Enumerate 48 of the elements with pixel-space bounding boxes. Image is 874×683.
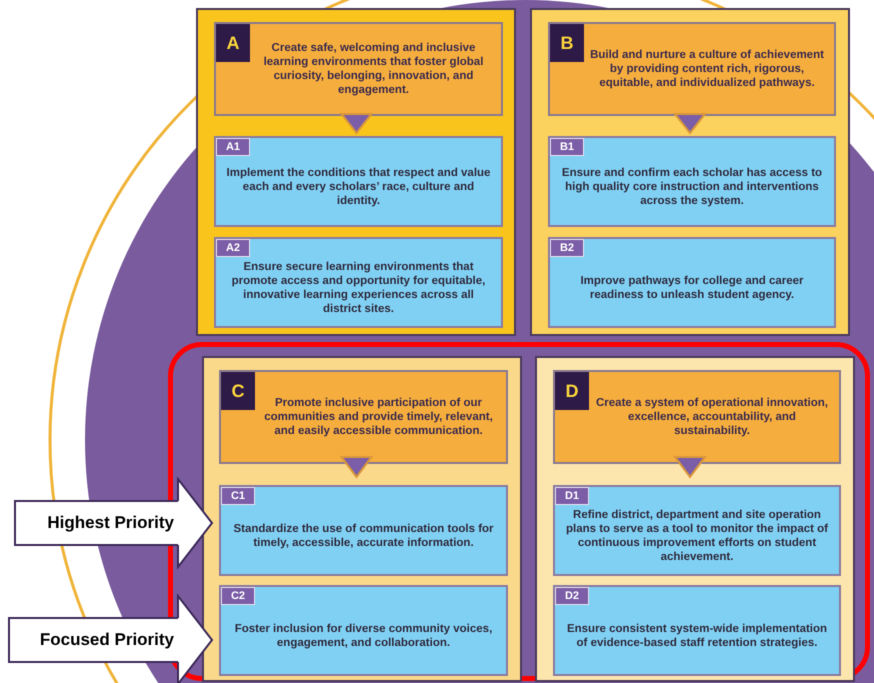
chevron-arrow bbox=[340, 456, 374, 479]
strategy-text: Foster inclusion for diverse community voices, engagement, and collaboration. bbox=[234, 622, 494, 650]
strategy-box bbox=[548, 237, 836, 328]
goal-panel bbox=[530, 8, 850, 336]
strategy-box bbox=[214, 237, 503, 328]
chevron-arrow bbox=[673, 456, 707, 479]
letter-badge: A bbox=[216, 24, 250, 62]
code-tag: C1 bbox=[221, 487, 255, 505]
strategy-text: Standardize the use of communication tools for timely, accessible, accurate information. bbox=[232, 522, 495, 550]
strategy-text: Ensure consistent system-wide implementation of evidence-based staff retention strategies. bbox=[566, 622, 828, 650]
code-tag: C2 bbox=[221, 587, 255, 605]
strategy-text: Refine district, department and site operation plans to serve as a tool to monitor the impact of continuous improvement efforts on student achievement. bbox=[565, 508, 829, 564]
letter-badge: B bbox=[550, 24, 584, 62]
goal-panel bbox=[202, 356, 522, 682]
strategy-box bbox=[219, 585, 508, 676]
goal-panel bbox=[196, 8, 516, 336]
code-tag: A1 bbox=[216, 138, 250, 156]
callout-text: Highest Priority bbox=[47, 512, 174, 534]
chevron-arrow bbox=[339, 113, 374, 135]
letter-badge: D bbox=[555, 372, 589, 410]
strategy-box bbox=[553, 485, 841, 576]
letter-badge: C bbox=[221, 372, 255, 410]
strategy-text: Ensure secure learning environments that promote access and opportunity for equitable, innovative learning experiences across all district sites. bbox=[230, 260, 486, 316]
code-tag: A2 bbox=[216, 239, 250, 257]
code-tag: B2 bbox=[550, 239, 584, 257]
strategy-text: Implement the conditions that respect and value each and every scholars’ race, culture and identity. bbox=[226, 166, 491, 208]
chevron-arrow bbox=[672, 113, 708, 135]
goal-text: Build and nurture a culture of achievement by providing content rich, rigorous, equitable, and individualized pathways. bbox=[589, 48, 825, 90]
code-tag: D2 bbox=[555, 587, 589, 605]
goal-box bbox=[219, 370, 508, 464]
strategy-text: Improve pathways for college and career readiness to unleash student agency. bbox=[579, 274, 805, 302]
code-tag: D1 bbox=[555, 487, 589, 505]
block-arrow bbox=[177, 593, 214, 683]
goal-text: Create a system of operational innovation, excellence, accountability, and sustainability. bbox=[595, 396, 829, 438]
code-tag: B1 bbox=[550, 138, 584, 156]
goal-box bbox=[548, 22, 836, 116]
strategy-box bbox=[219, 485, 508, 576]
goal-text: Create safe, welcoming and inclusive learning environments that foster global curiosity, belonging, innovation, and engagement. bbox=[262, 41, 484, 97]
goal-text: Promote inclusive participation of our communities and provide timely, relevant, and easily accessible communication. bbox=[263, 396, 494, 438]
goal-panel bbox=[535, 356, 855, 682]
strategy-box bbox=[548, 136, 836, 227]
strategy-text: Ensure and confirm each scholar has access to high quality core instruction and interventions across the system. bbox=[560, 166, 824, 208]
callout-text: Focused Priority bbox=[40, 629, 174, 652]
strategy-box bbox=[553, 585, 841, 676]
goal-box bbox=[214, 22, 503, 116]
strategy-box bbox=[214, 136, 503, 227]
goal-box bbox=[553, 370, 841, 464]
block-arrow bbox=[177, 476, 214, 570]
